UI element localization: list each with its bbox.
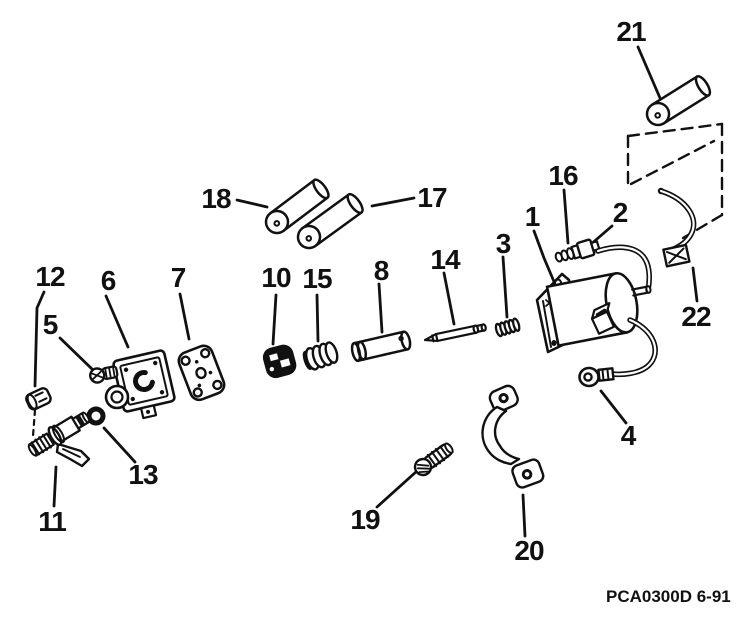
callout-15: 15 xyxy=(302,263,332,294)
leader-19 xyxy=(375,469,419,509)
figure-code: PCA0300D 6-91 xyxy=(606,587,731,606)
callout-13: 13 xyxy=(128,459,158,490)
part-6-boss xyxy=(104,384,130,410)
part-11-fuel-valve xyxy=(27,411,91,468)
leader-20 xyxy=(521,493,527,538)
leader-14 xyxy=(442,271,456,326)
leader-10 xyxy=(271,293,278,346)
assembly-dash-12-11 xyxy=(31,408,37,438)
leader-3 xyxy=(501,255,509,319)
leader-6 xyxy=(104,294,130,349)
part-13-o-ring xyxy=(86,406,106,426)
leader-11 xyxy=(52,465,58,508)
leader-17 xyxy=(370,196,416,208)
callout-14: 14 xyxy=(430,244,460,275)
callout-8: 8 xyxy=(373,255,390,286)
part-12-sleeve xyxy=(25,387,52,411)
part-22-lead-wire xyxy=(657,187,697,268)
callout-3: 3 xyxy=(495,228,512,259)
part-3-spring xyxy=(494,317,521,338)
part-19-screw xyxy=(413,442,454,477)
part-14-pin xyxy=(423,323,487,343)
part-4-ground-wire xyxy=(578,317,658,388)
leader-1 xyxy=(532,229,557,286)
part-17-tube xyxy=(296,192,364,250)
part-21-tube xyxy=(645,75,712,127)
part-6-pump-body xyxy=(112,349,176,420)
callout-20: 20 xyxy=(514,535,544,566)
callout-22: 22 xyxy=(681,301,711,332)
callout-6: 6 xyxy=(100,265,117,296)
leader-12 xyxy=(33,290,46,388)
leader-16 xyxy=(562,188,570,245)
part-15-spring xyxy=(302,341,339,371)
leader-7 xyxy=(178,292,191,341)
part-2-terminal-stud xyxy=(554,238,601,263)
callout-17: 17 xyxy=(417,182,447,213)
part-10-grommet xyxy=(262,344,297,379)
part-5-screw xyxy=(89,365,119,384)
leader-13 xyxy=(102,426,137,464)
leader-8 xyxy=(377,282,384,334)
callout-19: 19 xyxy=(350,504,380,535)
leader-15 xyxy=(315,293,320,343)
callout-18: 18 xyxy=(201,183,231,214)
leader-21 xyxy=(636,45,662,100)
part-7-gasket xyxy=(177,344,226,402)
callout-21: 21 xyxy=(616,16,646,47)
leader-4 xyxy=(599,389,628,425)
callout-11: 11 xyxy=(38,506,67,537)
callout-1: 1 xyxy=(524,201,541,232)
callout-5: 5 xyxy=(42,309,59,340)
part-18-tube xyxy=(264,178,330,235)
leader-22 xyxy=(691,266,699,303)
callout-16: 16 xyxy=(548,160,578,191)
leader-18 xyxy=(235,198,269,209)
part-20-clamp xyxy=(481,384,545,489)
callout-2: 2 xyxy=(612,197,629,228)
terminal-wire xyxy=(595,244,652,293)
dashed-panel-outline xyxy=(626,122,724,240)
callout-7: 7 xyxy=(170,262,187,293)
callout-10: 10 xyxy=(261,262,291,293)
part-8-plunger-tube xyxy=(350,330,412,363)
callout-4: 4 xyxy=(620,420,637,451)
leader-lines xyxy=(31,45,699,538)
callout-12: 12 xyxy=(35,261,65,292)
leader-5 xyxy=(58,336,94,371)
